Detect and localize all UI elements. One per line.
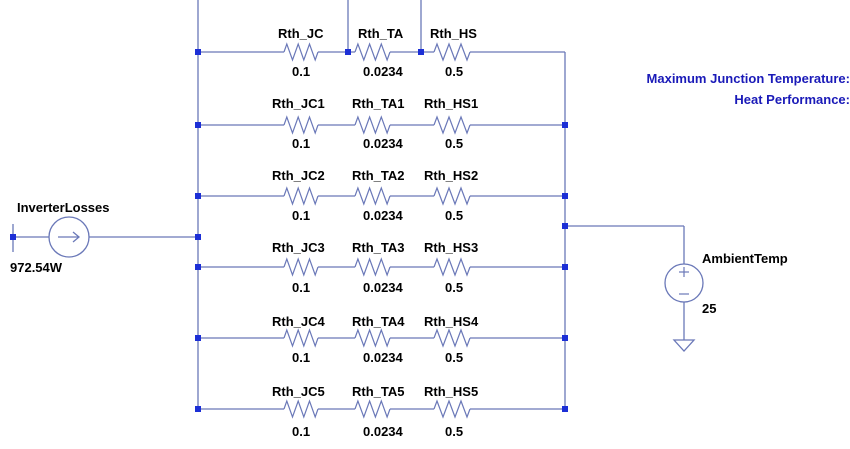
branch-3: Rth_JC3 Rth_TA3 Rth_HS3 0.1 0.0234 0.5 bbox=[272, 240, 478, 295]
node-top bbox=[345, 49, 351, 55]
rth-jc-label: Rth_JC5 bbox=[272, 384, 325, 399]
node-ambient bbox=[562, 223, 568, 229]
branch-5: Rth_JC5 Rth_TA5 Rth_HS5 0.1 0.0234 0.5 bbox=[272, 384, 478, 439]
node-right bbox=[562, 406, 568, 412]
rth-hs-label: Rth_HS1 bbox=[424, 96, 478, 111]
rth-jc-value: 0.1 bbox=[292, 350, 310, 365]
rth-hs-value: 0.5 bbox=[445, 136, 463, 151]
branch-0: Rth_JC Rth_TA Rth_HS 0.1 0.0234 0.5 bbox=[278, 26, 477, 79]
voltage-source-icon[interactable] bbox=[664, 263, 704, 303]
ambient-name: AmbientTemp bbox=[702, 251, 788, 266]
rth-jc-value: 0.1 bbox=[292, 280, 310, 295]
node-right bbox=[562, 264, 568, 270]
resistor-jc-symbol[interactable] bbox=[283, 328, 319, 348]
rth-hs-value: 0.5 bbox=[445, 280, 463, 295]
resistor-jc-symbol[interactable] bbox=[283, 399, 319, 419]
node-top bbox=[195, 49, 201, 55]
resistor-jc-symbol[interactable] bbox=[283, 186, 319, 206]
rth-hs-label: Rth_HS3 bbox=[424, 240, 478, 255]
current-source-icon[interactable] bbox=[48, 216, 90, 258]
resistor-jc-symbol[interactable] bbox=[283, 42, 319, 62]
rth-jc-value: 0.1 bbox=[292, 136, 310, 151]
rth-ta-label: Rth_TA2 bbox=[352, 168, 404, 183]
resistor-branches: Rth_JC Rth_TA Rth_HS 0.1 0.0234 0.5 Rth_… bbox=[272, 26, 479, 439]
resistor-hs-symbol[interactable] bbox=[433, 42, 471, 62]
node-source-right bbox=[195, 234, 201, 240]
branch-2: Rth_JC2 Rth_TA2 Rth_HS2 0.1 0.0234 0.5 bbox=[272, 168, 478, 223]
rth-hs-value: 0.5 bbox=[445, 350, 463, 365]
rth-ta-value: 0.0234 bbox=[363, 208, 404, 223]
node-left bbox=[195, 122, 201, 128]
rth-ta-value: 0.0234 bbox=[363, 136, 404, 151]
rth-jc-label: Rth_JC1 bbox=[272, 96, 325, 111]
node-right bbox=[562, 193, 568, 199]
rth-hs-value: 0.5 bbox=[445, 208, 463, 223]
rth-jc-label: Rth_JC4 bbox=[272, 314, 326, 329]
resistor-ta-symbol[interactable] bbox=[354, 186, 391, 206]
branch-4: Rth_JC4 Rth_TA4 Rth_HS4 0.1 0.0234 0.5 bbox=[272, 314, 479, 365]
node-left bbox=[195, 264, 201, 270]
max-junction-temp-readout: Maximum Junction Temperature: bbox=[647, 71, 850, 86]
source-name: InverterLosses bbox=[17, 200, 110, 215]
resistor-jc-symbol[interactable] bbox=[283, 115, 319, 135]
resistor-ta-symbol[interactable] bbox=[354, 399, 391, 419]
rth-ta-value: 0.0234 bbox=[363, 64, 404, 79]
node-right bbox=[562, 335, 568, 341]
rth-ta-label: Rth_TA bbox=[358, 26, 404, 41]
node-left bbox=[195, 193, 201, 199]
source-value: 972.54W bbox=[10, 260, 63, 275]
node-source-left bbox=[10, 234, 16, 240]
rth-hs-value: 0.5 bbox=[445, 64, 463, 79]
resistor-hs-symbol[interactable] bbox=[433, 399, 471, 419]
rth-hs-label: Rth_HS bbox=[430, 26, 477, 41]
resistor-ta-symbol[interactable] bbox=[354, 115, 391, 135]
rth-ta-value: 0.0234 bbox=[363, 424, 404, 439]
node-left bbox=[195, 406, 201, 412]
branch-1: Rth_JC1 Rth_TA1 Rth_HS1 0.1 0.0234 0.5 bbox=[272, 96, 478, 151]
resistor-hs-symbol[interactable] bbox=[433, 328, 471, 348]
resistor-hs-symbol[interactable] bbox=[433, 186, 471, 206]
rth-jc-label: Rth_JC bbox=[278, 26, 324, 41]
resistor-ta-symbol[interactable] bbox=[354, 328, 391, 348]
rth-hs-label: Rth_HS2 bbox=[424, 168, 478, 183]
rth-hs-label: Rth_HS5 bbox=[424, 384, 478, 399]
rth-hs-label: Rth_HS4 bbox=[424, 314, 479, 329]
resistor-ta-symbol[interactable] bbox=[354, 257, 391, 277]
rth-jc-label: Rth_JC2 bbox=[272, 168, 325, 183]
resistor-ta-symbol[interactable] bbox=[354, 42, 391, 62]
rth-ta-label: Rth_TA1 bbox=[352, 96, 404, 111]
heat-performance-readout: Heat Performance: bbox=[734, 92, 850, 107]
resistor-hs-symbol[interactable] bbox=[433, 257, 471, 277]
rth-ta-value: 0.0234 bbox=[363, 280, 404, 295]
rth-hs-value: 0.5 bbox=[445, 424, 463, 439]
rth-ta-value: 0.0234 bbox=[363, 350, 404, 365]
rth-ta-label: Rth_TA4 bbox=[352, 314, 405, 329]
rth-ta-label: Rth_TA5 bbox=[352, 384, 404, 399]
node-left bbox=[195, 335, 201, 341]
rth-jc-value: 0.1 bbox=[292, 64, 310, 79]
rth-ta-label: Rth_TA3 bbox=[352, 240, 404, 255]
rth-jc-value: 0.1 bbox=[292, 424, 310, 439]
ambient-value: 25 bbox=[702, 301, 716, 316]
ground-icon bbox=[672, 339, 696, 352]
node-right bbox=[562, 122, 568, 128]
rth-jc-value: 0.1 bbox=[292, 208, 310, 223]
resistor-hs-symbol[interactable] bbox=[433, 115, 471, 135]
node-top bbox=[418, 49, 424, 55]
rth-jc-label: Rth_JC3 bbox=[272, 240, 325, 255]
resistor-jc-symbol[interactable] bbox=[283, 257, 319, 277]
